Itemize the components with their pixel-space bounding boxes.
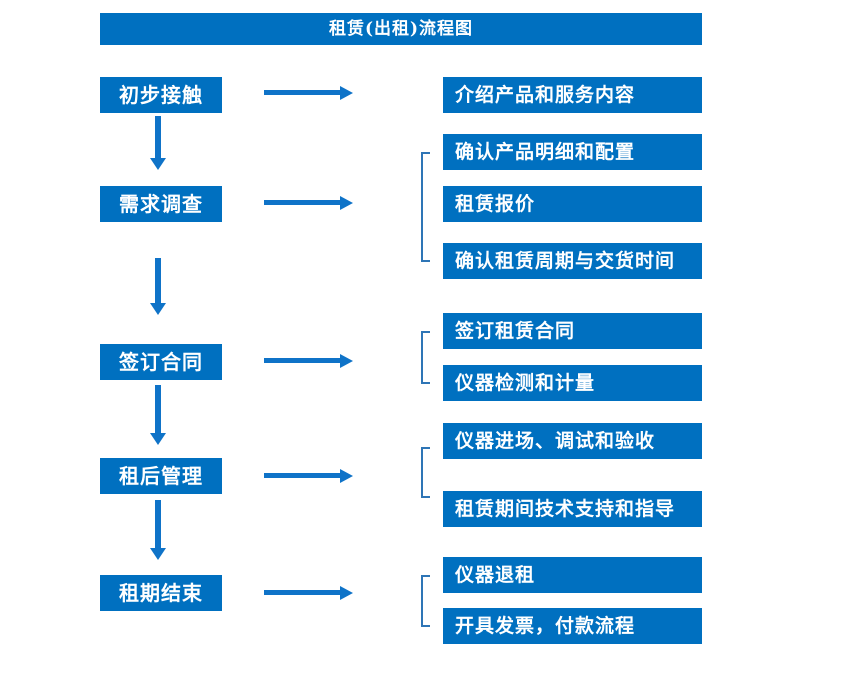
right-arrow-shaft [264,473,340,478]
right-arrow-shaft [264,590,340,595]
right-arrow-shaft [264,200,340,205]
bracket-group-sign-contract [421,331,430,384]
step-box-demand-survey: 需求调查 [100,186,222,222]
right-arrow-icon-4 [264,469,353,483]
down-arrow-icon-3 [150,385,166,445]
right-arrow-icon-2 [264,196,353,210]
down-arrow-shaft [155,116,161,158]
down-arrow-shaft [155,500,161,548]
right-arrow-head [340,196,353,210]
output-box-tech-support-guidance: 租赁期间技术支持和指导 [443,491,702,527]
output-box-rental-quote: 租赁报价 [443,186,702,222]
down-arrow-head [150,433,166,445]
output-box-invoice-payment: 开具发票，付款流程 [443,608,702,644]
right-arrow-shaft [264,358,340,363]
down-arrow-shaft [155,258,161,303]
flowchart-title: 租赁(出租)流程图 [100,13,702,45]
output-box-instrument-return: 仪器退租 [443,557,702,593]
down-arrow-icon-4 [150,500,166,560]
down-arrow-head [150,303,166,315]
output-box-confirm-product-config: 确认产品明细和配置 [443,134,702,170]
right-arrow-head [340,354,353,368]
down-arrow-icon-2 [150,258,166,315]
output-box-instrument-setup-accept: 仪器进场、调试和验收 [443,423,702,459]
output-box-intro-products-services: 介绍产品和服务内容 [443,77,702,113]
right-arrow-shaft [264,90,340,95]
down-arrow-head [150,548,166,560]
step-box-sign-contract: 签订合同 [100,344,222,380]
down-arrow-shaft [155,385,161,433]
down-arrow-head [150,158,166,170]
output-box-instrument-inspection: 仪器检测和计量 [443,365,702,401]
right-arrow-head [340,469,353,483]
output-box-sign-rental-contract: 签订租赁合同 [443,313,702,349]
right-arrow-icon-5 [264,586,353,600]
right-arrow-icon-1 [264,86,353,100]
right-arrow-head [340,86,353,100]
down-arrow-icon-1 [150,116,166,170]
step-box-lease-end: 租期结束 [100,575,222,611]
step-box-post-rental-mgmt: 租后管理 [100,458,222,494]
output-box-confirm-period-delivery: 确认租赁周期与交货时间 [443,243,702,279]
bracket-group-demand-survey [421,152,430,262]
right-arrow-icon-3 [264,354,353,368]
step-box-initial-contact: 初步接触 [100,77,222,113]
right-arrow-head [340,586,353,600]
bracket-group-post-rental [421,447,430,498]
bracket-group-lease-end [421,575,430,627]
